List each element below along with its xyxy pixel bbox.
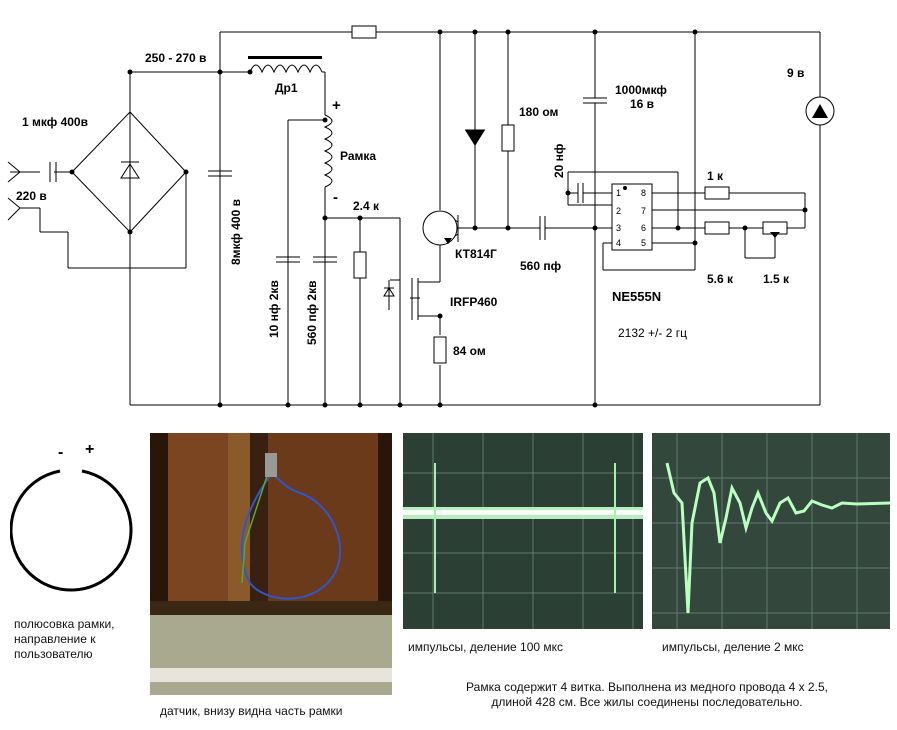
note-line: длиной 428 см. Все жилы соединены послед… xyxy=(491,695,803,709)
label-cap-1uf: 1 мкф 400в xyxy=(22,115,88,129)
ic-pin: 3 xyxy=(616,223,621,233)
label-supply: 9 в xyxy=(787,66,804,80)
polarity-plus: + xyxy=(85,441,94,458)
note-line: Рамка содержит 4 витка. Выполнена из мед… xyxy=(466,680,828,694)
label-frequency: 2132 +/- 2 гц xyxy=(618,326,687,340)
caption-pulses-100: импульсы, деление 100 мкс xyxy=(408,640,564,654)
polarity-diagram: - + xyxy=(10,441,133,592)
caption-polarity: полюсовка рамки, направление к пользоват… xyxy=(14,617,154,662)
label-ic: NE555N xyxy=(612,289,661,304)
caption-polarity-line: полюсовка рамки, xyxy=(14,617,115,631)
label-cap-560pf-2kv: 560 пф 2кв xyxy=(305,281,319,346)
ic-pin: 6 xyxy=(641,223,646,233)
label-cap-560pf: 560 пф xyxy=(520,259,562,273)
label-plus: + xyxy=(332,97,341,114)
scope-photo-100us xyxy=(403,433,643,629)
label-transistor: КТ814Г xyxy=(455,247,497,261)
label-minus: - xyxy=(333,189,338,206)
label-res-1-5k: 1.5 к xyxy=(763,272,790,286)
caption-pulses-2: импульсы, деление 2 мкс xyxy=(662,640,804,654)
ic-pin: 7 xyxy=(641,206,646,216)
label-cap-20nf: 20 нф xyxy=(552,143,566,178)
label-frame: Рамка xyxy=(340,149,376,163)
label-res-5-6k: 5.6 к xyxy=(707,272,734,286)
caption-polarity-line: направление к xyxy=(14,632,96,646)
label-cap-1000uf-v: 16 в xyxy=(630,97,654,111)
caption-polarity-line: пользователю xyxy=(14,647,93,661)
label-mosfet: IRFP460 xyxy=(450,295,498,309)
label-res-1k: 1 к xyxy=(707,169,724,183)
label-choke: Др1 xyxy=(275,81,298,95)
label-res-180: 180 ом xyxy=(519,105,559,119)
circuit-schematic: 250 - 270 в 1 мкф 400в 220 в 8мкф 400 в … xyxy=(7,25,835,408)
polarity-minus: - xyxy=(58,444,63,461)
sensor-photo xyxy=(150,433,392,695)
ic-pin: 8 xyxy=(641,188,646,198)
scope-photo-2us xyxy=(652,433,890,629)
ic-pin: 5 xyxy=(641,238,646,248)
label-res-84: 84 ом xyxy=(453,344,486,358)
ic-pin: 4 xyxy=(616,238,621,248)
caption-sensor: датчик, внизу видна часть рамки xyxy=(160,704,343,718)
ic-pin: 2 xyxy=(616,206,621,216)
note-frame: Рамка содержит 4 витка. Выполнена из мед… xyxy=(412,680,882,710)
label-mains: 220 в xyxy=(16,189,47,203)
label-res-2-4k: 2.4 к xyxy=(353,199,380,213)
label-cap-10nf: 10 нф 2кв xyxy=(267,280,281,338)
label-voltage-rectified: 250 - 270 в xyxy=(145,51,206,65)
label-cap-8uf: 8мкф 400 в xyxy=(229,199,243,265)
label-cap-1000uf: 1000мкф xyxy=(615,83,667,97)
ic-pin: 1 xyxy=(616,188,621,198)
